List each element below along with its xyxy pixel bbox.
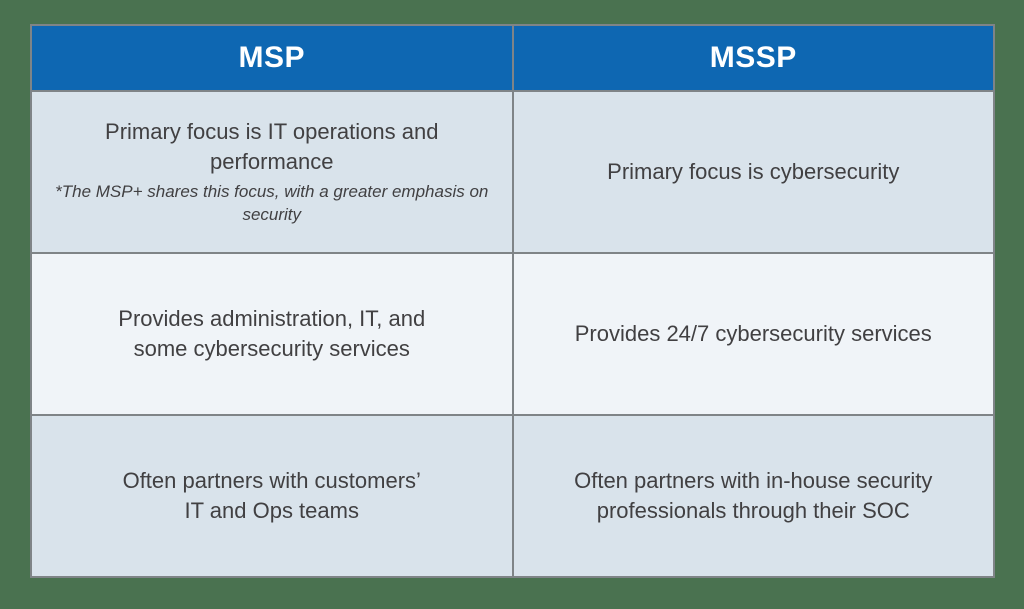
column-header-mssp-label: MSSP bbox=[709, 41, 797, 74]
cell-text: Often partners with in-house security pr… bbox=[574, 468, 933, 523]
column-header-msp: MSP bbox=[32, 26, 512, 90]
table-cell-msp-partners: Often partners with customers’ IT and Op… bbox=[32, 416, 512, 576]
cell-text: Often partners with customers’ IT and Op… bbox=[122, 468, 421, 523]
cell-text: Provides 24/7 cybersecurity services bbox=[574, 321, 932, 347]
msp-mssp-comparison-table: MSP MSSP Primary focus is IT operations … bbox=[30, 24, 995, 578]
column-header-msp-label: MSP bbox=[238, 41, 305, 74]
table-cell-msp-services: Provides administration, IT, and some cy… bbox=[32, 254, 512, 414]
cell-footnote: *The MSP+ shares this focus, with a grea… bbox=[55, 181, 489, 224]
table-cell-mssp-services: Provides 24/7 cybersecurity services bbox=[513, 254, 993, 414]
table-cell-mssp-partners: Often partners with in-house security pr… bbox=[513, 416, 993, 576]
cell-text: Primary focus is cybersecurity bbox=[607, 159, 900, 185]
table-cell-mssp-focus: Primary focus is cybersecurity bbox=[513, 92, 993, 252]
column-header-mssp: MSSP bbox=[513, 26, 993, 90]
cell-text: Primary focus is IT operations and perfo… bbox=[105, 119, 439, 175]
table-cell-msp-focus: Primary focus is IT operations and perfo… bbox=[32, 92, 512, 252]
cell-text: Provides administration, IT, and some cy… bbox=[118, 306, 426, 361]
